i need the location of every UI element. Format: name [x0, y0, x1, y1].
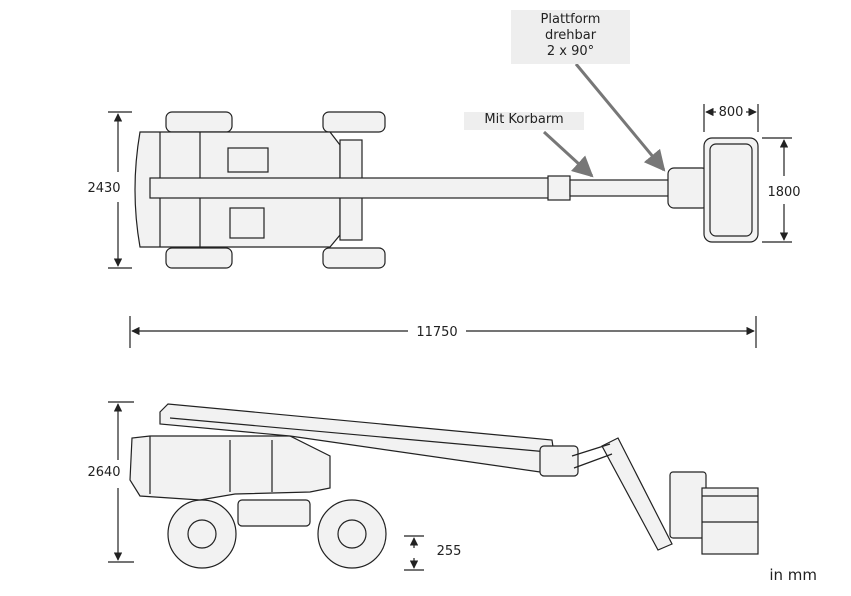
dim-side-height-label: 2640 — [87, 465, 120, 480]
side-rotator — [669, 471, 707, 539]
dim-ground-clearance — [404, 535, 424, 571]
callout-basket-arm: Mit Korbarm — [464, 112, 584, 130]
side-axle-beam — [237, 499, 311, 527]
top-rotator — [667, 167, 709, 209]
leader-platform — [574, 63, 666, 172]
dim-top-width-label: 2430 — [87, 181, 120, 196]
unit-label: in mm — [769, 566, 817, 584]
dim-ground-clearance-label: 255 — [437, 544, 462, 559]
top-view — [134, 111, 759, 269]
callout-platform-line3: 2 x 90° — [546, 44, 595, 59]
top-boom-head — [547, 175, 571, 201]
dim-side-height — [108, 401, 134, 563]
dim-platform-width-label: 1800 — [767, 185, 800, 200]
side-view — [129, 403, 759, 569]
dim-total-length-label: 11750 — [416, 325, 457, 340]
side-wheel-rear — [317, 499, 387, 569]
top-wheel-front-left — [165, 111, 233, 133]
side-wheel-front — [167, 499, 237, 569]
top-wheel-rear-left — [322, 111, 386, 133]
top-wheel-front-right — [165, 247, 233, 269]
callout-platform-line1: Plattform — [540, 12, 601, 27]
dim-platform-depth-label: 800 — [719, 105, 744, 120]
side-jib — [601, 437, 673, 551]
top-jib — [569, 179, 671, 197]
side-platform — [701, 487, 759, 555]
top-main-boom — [149, 177, 551, 199]
callout-basket-arm-text: Mit Korbarm — [484, 112, 564, 127]
side-boom-head — [539, 445, 579, 477]
dim-top-width — [108, 111, 132, 269]
callout-platform: Plattform drehbar 2 x 90° — [511, 10, 630, 64]
callout-platform-line2: drehbar — [544, 28, 597, 43]
dim-platform-depth — [703, 104, 759, 132]
top-platform — [703, 137, 759, 243]
dim-platform-width — [762, 137, 792, 243]
top-wheel-rear-right — [322, 247, 386, 269]
leader-basket-arm — [542, 130, 594, 178]
dim-total-length — [129, 316, 757, 348]
